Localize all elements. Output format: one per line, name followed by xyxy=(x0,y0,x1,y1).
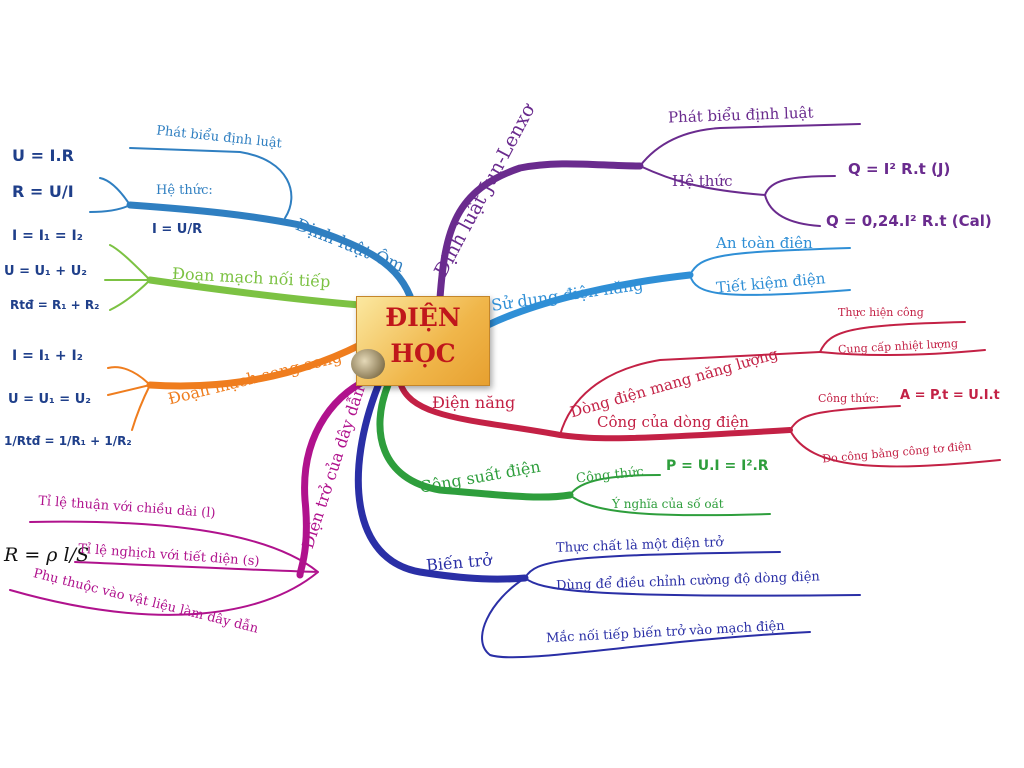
link-usage-subs xyxy=(689,247,851,296)
link-ohm-f xyxy=(89,177,131,213)
link-ohm-sub1 xyxy=(129,147,293,219)
link-resistance-subs xyxy=(9,520,319,616)
joule-sub-formula[interactable]: Hệ thức xyxy=(672,172,733,190)
ohm-formula-r: R = U/I xyxy=(12,182,74,201)
link-usage xyxy=(484,271,694,329)
series-formula-resistance: Rtđ = R₁ + R₂ xyxy=(10,298,100,312)
power-sub-meaning[interactable]: Ý nghĩa của số oát xyxy=(612,497,724,511)
link-series xyxy=(146,276,364,309)
link-rheostat-subs xyxy=(481,551,861,659)
ohm-sub-formula[interactable]: Hệ thức: xyxy=(156,183,213,198)
link-ohm xyxy=(126,201,414,300)
energy-sub-work: Thực hiện công xyxy=(838,306,924,319)
ohm-formula-main: I = U/R xyxy=(152,222,203,237)
energy-sub-formula-label: Công thức: xyxy=(818,392,880,405)
link-power xyxy=(376,381,574,501)
parallel-formula-current: I = I₁ + I₂ xyxy=(12,348,83,364)
energy-sub-current-work[interactable]: Công của dòng điện xyxy=(597,413,749,431)
link-series-f xyxy=(104,244,151,311)
joule-formula-cal: Q = 0,24.I² R.t (Cal) xyxy=(826,212,992,230)
link-joule-f xyxy=(764,175,836,227)
link-rheostat xyxy=(354,382,529,583)
center-node[interactable]: ĐIỆN HỌC xyxy=(351,296,490,386)
link-energy-sub2ab xyxy=(789,405,1001,468)
branch-energy-label[interactable]: Điện năng xyxy=(432,393,516,412)
series-formula-voltage: U = U₁ + U₂ xyxy=(4,264,87,279)
lightbulb-icon xyxy=(351,349,385,379)
power-formula: P = U.I = I².R xyxy=(666,458,769,474)
link-parallel-f xyxy=(107,366,151,431)
link-parallel xyxy=(146,341,364,390)
link-energy-sub1 xyxy=(559,351,821,436)
link-power-subs xyxy=(569,474,771,517)
parallel-formula-resistance: 1/Rtđ = 1/R₁ + 1/R₂ xyxy=(4,434,132,448)
link-joule-sub1 xyxy=(639,123,861,167)
series-formula-current: I = I₁ = I₂ xyxy=(12,228,83,244)
link-energy-sub1ab xyxy=(819,321,986,357)
ohm-formula-u: U = I.R xyxy=(12,146,74,165)
parallel-formula-voltage: U = U₁ = U₂ xyxy=(8,392,91,407)
resistance-formula: R = ρ l/S xyxy=(4,544,90,566)
link-joule-sub2 xyxy=(639,165,766,196)
center-title-line1: ĐIỆN xyxy=(385,303,461,332)
energy-formula: A = P.t = U.I.t xyxy=(900,388,1000,403)
joule-formula-j: Q = I² R.t (J) xyxy=(848,160,951,178)
link-joule xyxy=(436,160,644,302)
center-title-line2: HỌC xyxy=(390,339,456,368)
usage-sub-safety[interactable]: An toàn điện xyxy=(716,234,813,252)
